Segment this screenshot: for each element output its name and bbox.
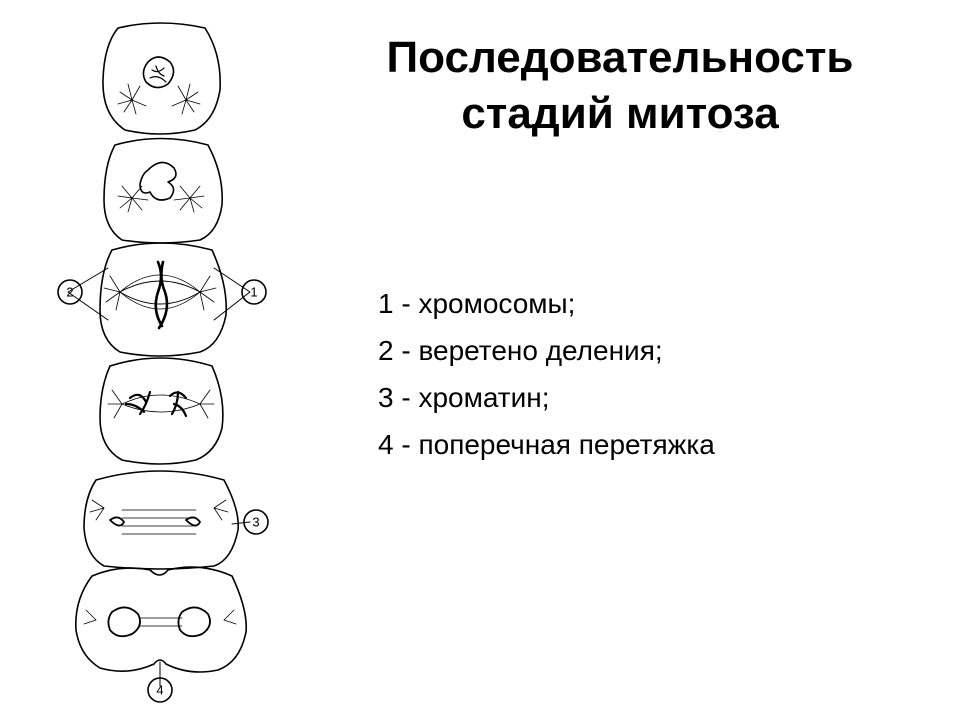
marker-circle-4 <box>147 677 173 703</box>
marker-label-2: 2 <box>66 284 73 299</box>
cell-stage-5 <box>83 470 251 570</box>
cell-stage-1 <box>102 22 222 135</box>
cell-stage-2 <box>103 137 224 244</box>
cell-stage-6 <box>75 566 248 687</box>
title-line-2: стадий митоза <box>461 89 779 138</box>
marker-circle-1 <box>241 279 267 305</box>
legend-item-cleavage: 4 - поперечная перетяжка <box>378 429 715 460</box>
marker-circle-3 <box>243 509 269 535</box>
legend-item-chromatin: 3 - хроматин; <box>378 382 550 413</box>
mitosis-stages-diagram: 1 2 3 4 <box>57 22 269 703</box>
title-line-1: Последовательность <box>386 33 854 82</box>
cell-stage-4 <box>99 357 224 465</box>
marker-label-4: 4 <box>156 682 163 697</box>
cell-stage-3 <box>67 242 251 357</box>
legend: 1 - хромосомы; 2 - веретено деления; 3 -… <box>378 280 715 468</box>
legend-item-spindle: 2 - веретено деления; <box>378 335 663 366</box>
marker-label-1: 1 <box>250 284 257 299</box>
marker-label-3: 3 <box>252 514 259 529</box>
marker-circle-2 <box>57 279 83 305</box>
slide-title: Последовательность стадий митоза <box>300 30 940 142</box>
legend-item-chromosomes: 1 - хромосомы; <box>378 288 576 319</box>
